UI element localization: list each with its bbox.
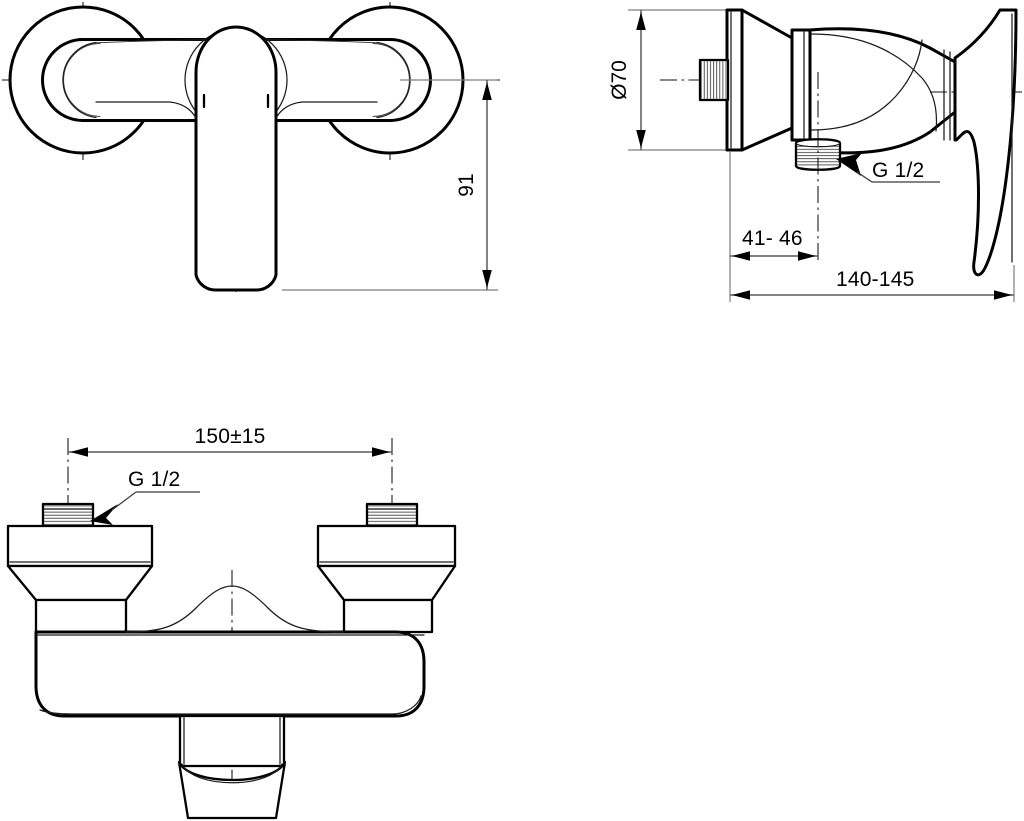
- front-view: 91: [2, 2, 500, 292]
- dim-91-label: 91: [455, 173, 478, 196]
- dim-150-label: 150±15: [194, 425, 265, 448]
- side-view-g12-arrowhead: [836, 153, 862, 176]
- dim-41-46-arrow-left: [732, 251, 750, 261]
- side-view-handle: [953, 8, 1018, 277]
- dim-91-arrow-bottom: [482, 270, 492, 288]
- bottom-view-spout-barrel: [178, 714, 286, 768]
- side-view-wall-flange: [725, 8, 744, 152]
- dim-150-arrow-right: [372, 447, 390, 457]
- bottom-view: 150±15: [6, 425, 457, 820]
- dim-140-145-arrow-left: [732, 290, 750, 300]
- dim-140-145-arrow-right: [994, 290, 1012, 300]
- bottom-view-right-thread-hatch: [368, 505, 416, 525]
- bottom-view-g12-leader-diagonal: [111, 491, 137, 511]
- dim-d70-label: Ø70: [608, 60, 631, 100]
- dim-d70-arrow-top: [636, 12, 646, 30]
- bottom-view-left-shank: [34, 598, 128, 634]
- side-view-body-highlight-2: [811, 39, 923, 131]
- bottom-view-body-bottom-inner: [39, 695, 422, 715]
- dim-d70-arrow-bottom: [636, 130, 646, 148]
- side-view-inlet-thread-hatch: [701, 61, 727, 99]
- side-view-barrel-collar: [790, 28, 812, 142]
- dim-41-46-arrow-right: [798, 251, 816, 261]
- side-view-outlet-thread-top-ellipse: [795, 142, 841, 148]
- bottom-view-left-thread-hatch: [44, 505, 92, 525]
- front-view-left-cap-inner-edge: [62, 41, 97, 119]
- dim-91-arrow-top: [482, 82, 492, 100]
- bottom-view-mixer-body: [34, 630, 426, 718]
- dim-140-145-label: 140-145: [836, 268, 914, 291]
- dim-150-arrow-left: [70, 447, 88, 457]
- side-view-g12-label: G 1/2: [872, 159, 924, 182]
- front-view-lever-left-fillet: [95, 101, 197, 119]
- bottom-view-right-shank: [342, 598, 434, 634]
- side-view-outlet-thread-hatch: [797, 146, 839, 166]
- dim-41-46-label: 41- 46: [742, 227, 803, 250]
- front-view-left-cap-inner-edge-2: [63, 43, 101, 117]
- bottom-view-right-flange: [316, 524, 457, 568]
- bottom-view-g12-label: G 1/2: [128, 468, 180, 491]
- front-view-lever-handle: [194, 25, 278, 292]
- bottom-view-g12-arrowhead: [90, 504, 118, 525]
- bottom-view-body-hump: [125, 585, 345, 633]
- side-view-g12-leader-diagonal: [856, 171, 873, 183]
- side-view: Ø70: [608, 8, 1022, 302]
- bottom-view-spout-outlet-rim: [181, 763, 283, 784]
- bottom-view-left-flange: [6, 524, 154, 568]
- front-view-lever-right-fillet: [275, 101, 378, 119]
- side-view-body-highlight-1: [811, 33, 938, 132]
